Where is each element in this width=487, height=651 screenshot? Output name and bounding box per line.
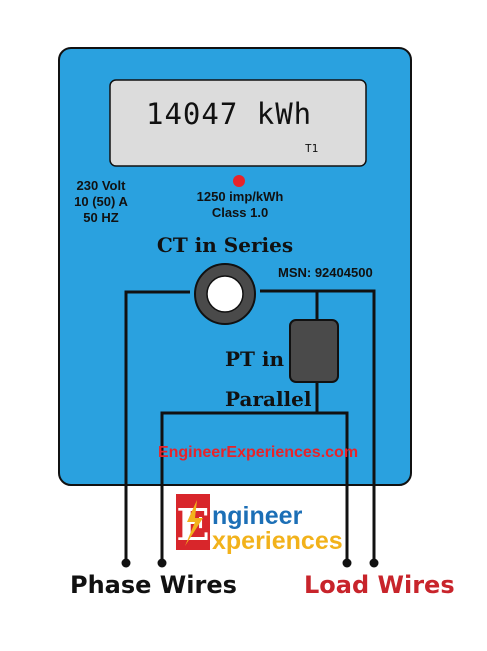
website-label: EngineerExperiences.com	[158, 444, 358, 461]
lcd-display	[109, 79, 367, 167]
rating-frequency: 50 HZ	[83, 210, 118, 225]
logo-line2: xperiences	[212, 527, 343, 555]
phase-wires-label: Phase Wires	[70, 571, 237, 599]
potential-transformer	[289, 319, 339, 383]
logo-e-letter: E	[176, 500, 210, 551]
logo-line1: ngineer	[212, 502, 303, 530]
meter-serial-number: MSN: 92404500	[278, 265, 373, 280]
lcd-tariff-indicator: T1	[305, 142, 318, 155]
phase-wire-inner-end	[157, 558, 167, 568]
load-wires-label: Load Wires	[304, 571, 455, 599]
rating-current: 10 (50) A	[74, 194, 128, 209]
pt-label-line2: Parallel	[225, 387, 312, 411]
phase-wire-outer	[124, 290, 190, 562]
phase-wire-inner	[160, 411, 349, 562]
ct-label: CT in Series	[157, 233, 293, 257]
lcd-reading: 14047 kWh	[146, 97, 312, 131]
load-wire-inner-end	[342, 558, 352, 568]
rating-voltage: 230 Volt	[77, 178, 127, 193]
load-wire-outer-end	[369, 558, 379, 568]
logo-bolt-icon	[185, 500, 203, 546]
load-wire-outer	[260, 289, 376, 562]
impulse-led	[233, 175, 245, 187]
meter-accuracy-class: Class 1.0	[212, 205, 268, 220]
pt-label-line1: PT in	[225, 347, 284, 371]
phase-wire-outer-end	[121, 558, 131, 568]
meter-impulse-constant: 1250 imp/kWh	[197, 189, 284, 204]
logo: E ngineer xperiences	[176, 494, 343, 555]
current-transformer-core	[206, 275, 244, 313]
